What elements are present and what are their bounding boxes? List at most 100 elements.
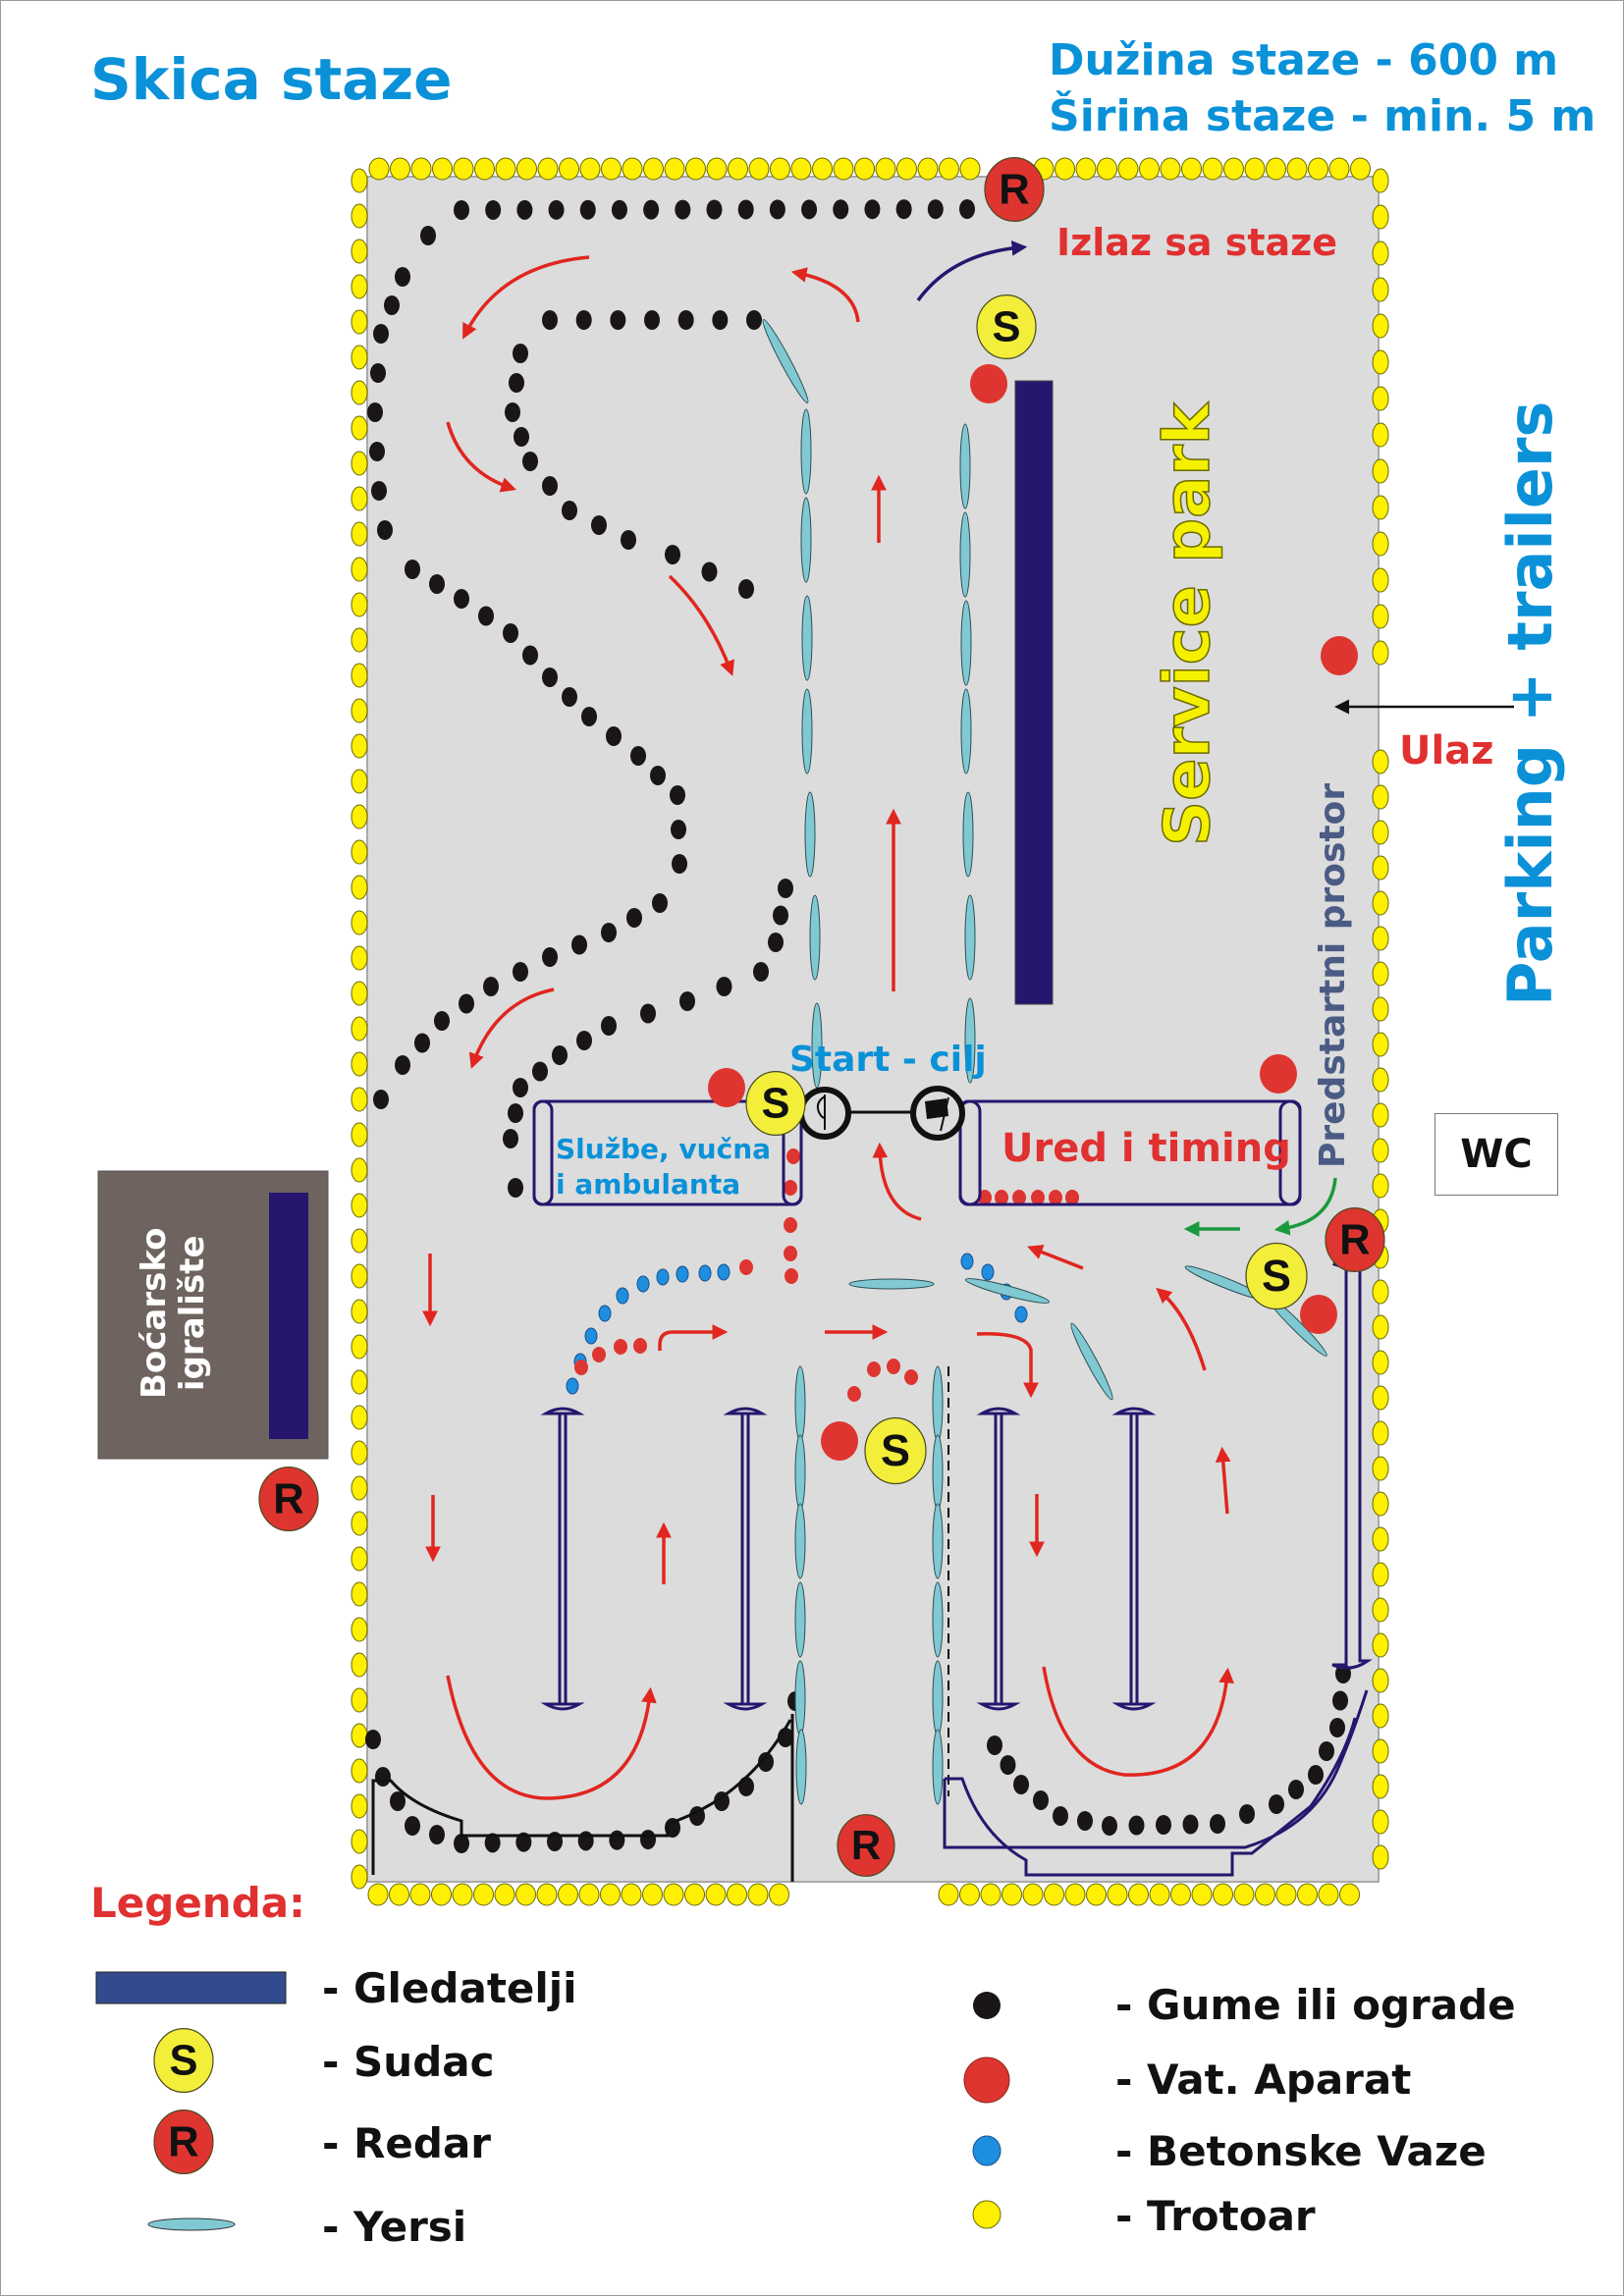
tyre-dot: [630, 746, 646, 766]
sidewalk-dot: [351, 486, 368, 511]
judge-marker: S: [745, 1070, 806, 1136]
legend-jersey-icon: [147, 2217, 236, 2231]
sidewalk-dot: [980, 1883, 1001, 1906]
tyre-dot: [716, 977, 732, 996]
sidewalk-dot: [1372, 1703, 1389, 1729]
tyre-dot: [640, 1003, 656, 1024]
sidewalk-dot: [1372, 1314, 1389, 1340]
sidewalk-dot: [1372, 1809, 1389, 1835]
small-extinguisher-dot: [1065, 1190, 1079, 1205]
jersey-barrier: [960, 688, 972, 774]
tyre-dot: [959, 199, 975, 219]
sidewalk-dot: [1372, 855, 1389, 881]
sidewalk-dot: [351, 1334, 368, 1360]
sidewalk-dot: [495, 157, 516, 181]
tyre-dot: [484, 1833, 501, 1853]
bocce-label-line1: Boćarsko: [135, 1227, 174, 1399]
bocce-court-label: Boćarsko igralište: [135, 1228, 212, 1399]
jersey-barrier: [762, 319, 809, 403]
tyre-dot: [414, 1033, 430, 1053]
jersey-barrier: [794, 1365, 806, 1442]
tyre-dot: [769, 199, 785, 220]
sidewalk-dot: [1372, 1032, 1389, 1057]
sidewalk-dot: [351, 804, 368, 829]
sidewalk-dot: [351, 309, 368, 335]
tyre-dot: [367, 402, 383, 422]
vase-dot: [598, 1305, 612, 1322]
sidewalk-dot: [621, 1883, 642, 1906]
sidewalk-dot: [1372, 1350, 1389, 1375]
sidewalk-dot: [747, 1883, 769, 1906]
tyre-dot: [405, 560, 420, 579]
tyre-dot: [778, 879, 793, 898]
sidewalk-dot: [812, 157, 833, 181]
legend-marshal-icon: R: [153, 2109, 214, 2175]
sidewalk-dot: [351, 1299, 368, 1324]
bocce-spectator-area: [269, 1193, 308, 1439]
tyre-dot: [515, 1832, 532, 1852]
tyre-dot: [508, 1103, 523, 1123]
sidewalk-dot: [351, 733, 368, 759]
fire-extinguisher-dot: [1260, 1054, 1297, 1094]
sidewalk-dot: [351, 1016, 368, 1041]
tyre-dot: [1077, 1811, 1093, 1831]
sidewalk-dot: [559, 157, 579, 181]
service-park-label: Service park: [1151, 402, 1225, 847]
small-extinguisher-dot: [633, 1338, 647, 1354]
tyre-dot: [434, 1011, 450, 1031]
sidewalk-dot: [1350, 157, 1371, 181]
sidewalk-dot: [1170, 1883, 1191, 1906]
jersey-barrier: [959, 423, 971, 509]
sidewalk-dot: [1372, 1526, 1389, 1552]
sidewalk-dot: [351, 839, 368, 865]
sidewalk-dot: [1286, 157, 1308, 181]
sidewalk-dot: [351, 203, 368, 229]
sidewalk-dot: [1372, 349, 1389, 375]
sidewalk-dot: [351, 769, 368, 794]
sidewalk-dot: [1372, 1738, 1389, 1764]
sidewalk-dot: [1372, 1067, 1389, 1093]
tyre-dot: [581, 707, 597, 726]
jersey-barrier: [964, 997, 976, 1084]
marshal-letter: R: [999, 166, 1029, 213]
tyre-dot: [1308, 1765, 1324, 1785]
legend-symbols: SR: [95, 1971, 1010, 2231]
tyre-dot: [738, 1777, 754, 1796]
tyre-dot: [1000, 1755, 1016, 1775]
small-extinguisher-dot: [574, 1360, 588, 1375]
sidewalk-dot: [1372, 1491, 1389, 1517]
sidewalk-dot: [705, 1883, 727, 1906]
sidewalk-dot: [833, 157, 854, 181]
sidewalk-dot: [896, 157, 917, 181]
vase-dot: [584, 1327, 598, 1345]
judge-letter: S: [1262, 1251, 1291, 1301]
track-length: Dužina staze - 600 m: [1049, 35, 1559, 85]
sidewalk-dot: [368, 157, 390, 181]
tyre-dot: [542, 310, 558, 330]
legend-label-marshal: - Redar: [322, 2119, 491, 2167]
fire-extinguisher-dot: [708, 1068, 745, 1107]
tyre-dot: [552, 1045, 568, 1065]
sidewalk-dot: [1191, 1883, 1213, 1906]
tyre-dot: [643, 199, 660, 220]
sidewalk-dot: [1372, 1420, 1389, 1446]
tyre-dot: [621, 530, 636, 550]
vase-dot: [981, 1263, 995, 1281]
sidewalk-dot: [1372, 1138, 1389, 1163]
sidewalk-dot: [1328, 157, 1350, 181]
marshal-marker: R: [984, 157, 1045, 223]
sidewalk-dot: [351, 1263, 368, 1289]
tyre-dot: [513, 1078, 528, 1097]
tyre-dot: [579, 199, 596, 220]
sidewalk-dot: [1086, 1883, 1107, 1906]
sidewalk-dot: [351, 521, 368, 547]
tyre-dot: [562, 687, 577, 707]
tyre-dot: [516, 199, 533, 220]
legend-vase-icon: [972, 2135, 1001, 2166]
tyre-dot: [373, 1090, 389, 1109]
tyre-dot: [548, 199, 565, 220]
sidewalk-dot: [1372, 1774, 1389, 1799]
jersey-barrier: [801, 688, 813, 774]
